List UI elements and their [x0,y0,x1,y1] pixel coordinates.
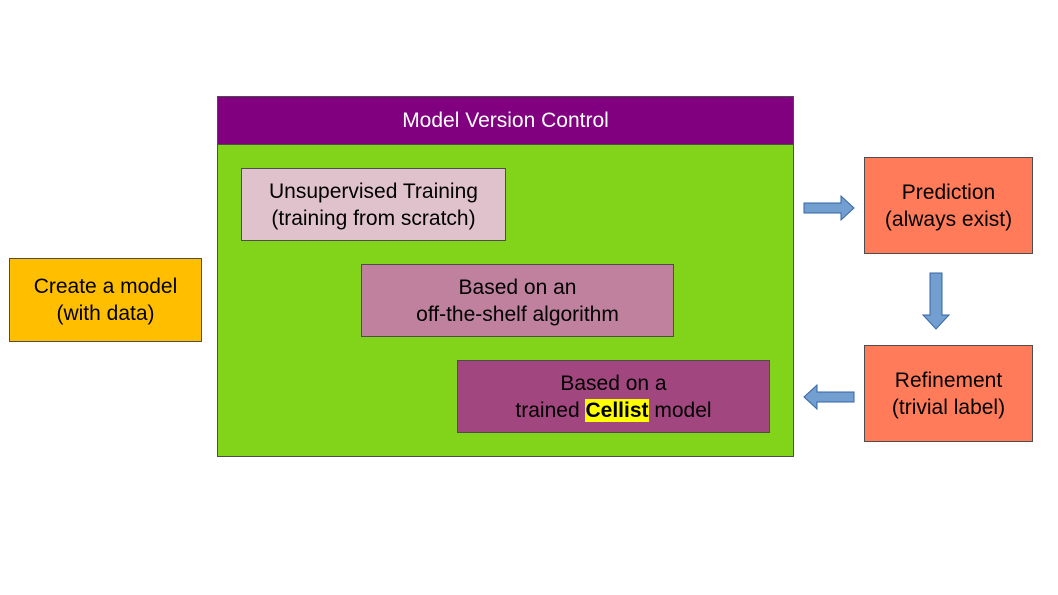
refinement-box: Refinement (trivial label) [864,345,1033,442]
cellist-model-line2: trained Cellist model [515,397,712,424]
create-model-box: Create a model (with data) [9,258,202,342]
create-model-line1: Create a model [33,275,178,298]
off-the-shelf-box: Based on an off-the-shelf algorithm [361,264,674,337]
prediction-line1: Prediction [901,180,996,204]
unsupervised-training-box: Unsupervised Training (training from scr… [241,168,506,241]
cellist-model-suffix: model [654,398,712,422]
refinement-line1: Refinement [894,368,1003,392]
cellist-model-line1: Based on a [560,371,667,395]
cellist-model-prefix: trained [515,398,580,422]
arrow-left-shape [803,384,855,410]
off-the-shelf-line2: off-the-shelf algorithm [416,302,619,326]
arrow-right-shape [803,195,855,221]
refinement-line2: (trivial label) [891,395,1006,419]
arrow-right-to-prediction [803,195,855,221]
prediction-box: Prediction (always exist) [864,157,1033,254]
off-the-shelf-line1: Based on an [458,275,577,299]
create-model-line2: (with data) [56,302,155,325]
cellist-model-box: Based on a trained Cellist model [457,360,770,433]
model-version-control-title: Model Version Control [218,97,793,145]
unsupervised-training-line1: Unsupervised Training [269,179,478,203]
unsupervised-training-line2: (training from scratch) [271,206,476,230]
cellist-highlight: Cellist [585,398,649,422]
arrow-left-to-version-control [803,384,855,410]
arrow-down-to-refinement [922,272,950,330]
arrow-down-shape [922,272,950,330]
prediction-line2: (always exist) [884,207,1013,231]
